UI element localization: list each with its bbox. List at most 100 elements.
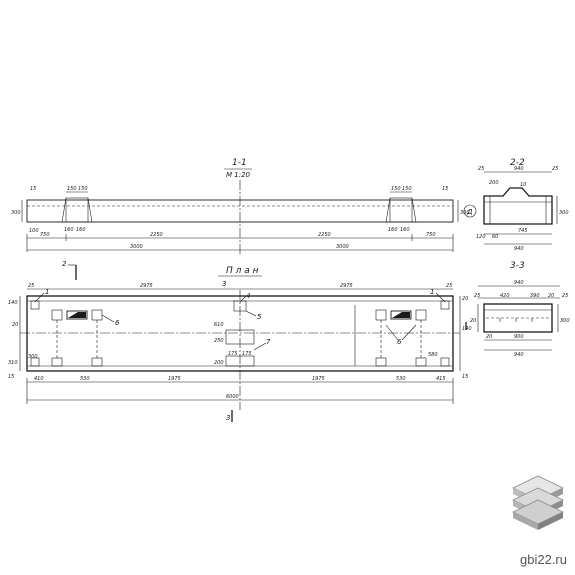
corner-loop-top-right [440,300,450,310]
brand-text[interactable]: gbi22.ru [520,552,567,567]
plate-right-3 [375,357,387,367]
dim-bottom-right-1: 160 [388,227,398,233]
plate-right-2 [415,309,427,321]
s33-dim-right: 20 [486,334,492,340]
plan-bottom-left: 1975 [168,376,181,382]
plan-title: П л а н [226,266,259,276]
center-loop-top [233,300,247,312]
anchor-slot-left [66,310,88,320]
plan-left-vert-1: 140 [8,300,18,306]
callout-4: 4 [246,292,250,300]
plan-bottom-small-2: 530 [80,376,90,382]
plan-bottom-small-3: 530 [396,376,406,382]
anchor-slot-right [390,310,412,320]
s33-dim-bottom: 940 [514,352,524,358]
s22-dim-bottom-small-2: 60 [492,234,498,240]
anchor-slot-left-fill [68,312,86,318]
s22-dim-top: 940 [514,166,524,172]
plan-center-vert-1: 610 [214,322,224,328]
section-2-2-title: 2-2 [510,158,525,168]
dim-left-depth: 100 [29,228,39,234]
section-3-3-view: 3-3 940 420 390 20 25 25 20 300 20 900 9… [470,261,570,358]
plan-edge-mark-4: 15 [462,374,468,380]
dim-top-left-1: 150 [67,186,77,192]
plan-view: П л а н 2 2975 2975 25 25 3 [8,260,472,422]
callout-5: 5 [257,313,262,321]
plan-bottom-small-4: 415 [436,376,446,382]
plan-center-vert-3: 200 [214,360,224,366]
dim-end-right: 750 [426,232,436,238]
plate-left-1 [51,309,63,321]
plan-edge-mark-3: 15 [8,374,14,380]
section-1-1-scale: М 1:20 [226,171,251,179]
s22-dim-top-small: 200 [489,180,499,186]
plan-right-vert-3: 580 [428,352,438,358]
s33-dim-mid-3: 20 [548,293,554,299]
plan-right-vert-2: 140 [462,326,472,332]
s22-dim-inner: 745 [518,228,528,234]
plate-right-1 [375,309,387,321]
plan-bottom-right: 1975 [312,376,325,382]
plan-right-vert-1: 20 [462,296,468,302]
callout-1-right: 1 [430,288,434,296]
plate-left-3 [51,357,63,367]
plate-left-2 [91,309,103,321]
section-3-3-outline [483,303,553,333]
s22-dim-left-small: 25 [478,166,484,172]
plan-bottom-small-1: 410 [34,376,44,382]
s33-dim-mid-1: 420 [500,293,510,299]
s22-dim-bottom: 940 [514,246,524,252]
plan-dim-top-left: 2975 [140,283,153,289]
plan-mid-label-1: 175 [228,351,238,357]
section-3-3-title: 3-3 [510,261,525,271]
plan-edge-mark-1: 25 [28,283,34,289]
detail-mark-circle [463,204,477,218]
dim-inner-right: 2250 [318,232,331,238]
dim-half-left: 3000 [130,244,143,250]
slab-stack-icon [512,475,564,530]
corner-loop-top-left [30,300,40,310]
dim-end-left: 750 [40,232,50,238]
plan-edge-mark-2: 25 [446,283,452,289]
center-plate-bottom [225,355,255,367]
detail-mark-label: Д [466,208,473,216]
brand-logo-icon [512,475,564,530]
plan-center-vert-2: 250 [214,338,224,344]
dim-bottom-left-2: 160 [76,227,86,233]
section-mark-3-top: 3 [222,280,226,288]
dim-left-height: 300 [11,210,21,216]
plan-left-vert-4: 310 [8,360,18,366]
plan-total-length: 6000 [226,394,239,400]
callout-7: 7 [266,338,271,346]
dim-right-height: 300 [460,210,470,216]
s33-dim-height: 300 [560,318,570,324]
dim-half-right: 3000 [336,244,349,250]
section-1-1-title: 1-1 [232,158,247,168]
s33-dim-mid-2: 390 [530,293,540,299]
corner-loop-bottom-left [30,357,40,367]
s22-dim-height: 300 [559,210,569,216]
left-insert-block [65,197,89,223]
plan-left-vert-3: 300 [28,354,38,360]
plate-right-4 [415,357,427,367]
s33-dim-small-2: 25 [562,293,568,299]
anchor-slot-right-fill [392,312,410,318]
section-1-1-view: 1-1 М 1:20 150 150 150 150 15 15 300 100… [11,158,470,255]
s22-dim-bottom-small-1: 120 [476,234,486,240]
dim-inner-left: 2250 [150,232,163,238]
dim-top-left-2: 150 [78,186,88,192]
dim-top-right-2: 150 [402,186,412,192]
dim-end-mark-left: 15 [30,186,36,192]
s33-dim-small-1: 25 [474,293,480,299]
corner-loop-bottom-right [440,357,450,367]
right-insert-block [389,197,413,223]
dim-bottom-left-1: 160 [64,227,74,233]
plan-left-vert-2: 20 [12,322,18,328]
section-2-2-outline [483,187,553,225]
callout-6-right: 6 [397,338,402,346]
s33-dim-left: 20 [470,318,476,324]
callout-6-left: 6 [115,319,120,327]
plan-dim-top-right: 2975 [340,283,353,289]
plate-left-4 [91,357,103,367]
